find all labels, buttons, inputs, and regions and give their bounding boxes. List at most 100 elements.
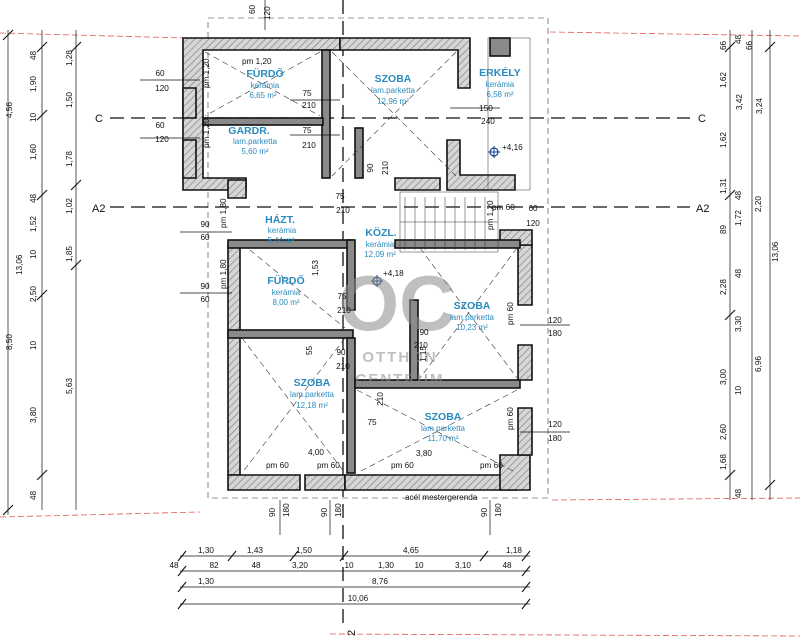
dimension-ticks (2, 29, 776, 610)
svg-text:90: 90 (419, 328, 429, 337)
svg-text:2,20: 2,20 (754, 196, 763, 212)
watermark-logo: OC (339, 259, 456, 347)
svg-text:210: 210 (381, 161, 390, 175)
svg-text:HÁZT.: HÁZT. (265, 213, 295, 226)
svg-text:1,30: 1,30 (198, 577, 214, 586)
svg-text:kerámia: kerámia (251, 81, 280, 90)
svg-text:1,30: 1,30 (378, 561, 394, 570)
svg-text:1,90: 1,90 (29, 76, 38, 92)
bottom-dimension-labels: 1,30 1,43 1,50 4,65 1,18 48 82 48 3,20 1… (169, 546, 522, 603)
svg-text:6,58 m²: 6,58 m² (486, 90, 513, 99)
svg-text:1,31: 1,31 (719, 178, 728, 194)
svg-text:10: 10 (734, 385, 743, 395)
svg-text:13,06: 13,06 (771, 241, 780, 262)
svg-text:3,80: 3,80 (29, 407, 38, 423)
svg-text:pm 60: pm 60 (492, 203, 515, 212)
plot-boundary-lines (0, 31, 800, 637)
svg-text:8,50: 8,50 (5, 334, 14, 350)
staircase (399, 191, 499, 253)
svg-text:48: 48 (734, 34, 743, 44)
svg-text:pm 1,20: pm 1,20 (202, 58, 211, 88)
eave-outline (207, 17, 549, 499)
svg-text:90: 90 (366, 163, 375, 173)
svg-text:3,24: 3,24 (755, 98, 764, 114)
svg-text:66: 66 (719, 40, 728, 50)
svg-text:ERKÉLY: ERKÉLY (479, 66, 521, 79)
svg-text:90: 90 (336, 348, 346, 357)
svg-text:4,00: 4,00 (308, 448, 324, 457)
inner-walls (202, 49, 521, 474)
room-bedroom-north: SZOBA lam.parketta 12,96 m² (371, 73, 416, 106)
svg-text:48: 48 (734, 268, 743, 278)
svg-text:FÜRDŐ: FÜRDŐ (246, 67, 283, 80)
svg-text:4,65: 4,65 (403, 546, 419, 555)
svg-text:75: 75 (367, 418, 377, 427)
svg-text:10: 10 (29, 249, 38, 259)
svg-text:pm 60: pm 60 (506, 407, 515, 430)
svg-text:240: 240 (481, 117, 495, 126)
svg-text:lam.parketta: lam.parketta (290, 390, 335, 399)
svg-text:48: 48 (29, 490, 38, 500)
svg-text:pm 1,80: pm 1,80 (219, 259, 228, 289)
svg-text:kerámia: kerámia (486, 80, 515, 89)
svg-text:10,23 m²: 10,23 m² (456, 323, 488, 332)
svg-text:SZOBA: SZOBA (375, 73, 412, 85)
svg-text:120: 120 (526, 219, 540, 228)
svg-text:120: 120 (155, 135, 169, 144)
svg-text:pm 60: pm 60 (266, 461, 289, 470)
svg-text:1,78: 1,78 (65, 151, 74, 167)
svg-text:5,60 m²: 5,60 m² (241, 147, 268, 156)
svg-text:1,50: 1,50 (65, 92, 74, 108)
svg-text:48: 48 (169, 561, 179, 570)
svg-text:89: 89 (719, 224, 728, 234)
svg-text:2,60: 2,60 (719, 424, 728, 440)
svg-text:SZOBA: SZOBA (294, 377, 331, 389)
svg-text:90: 90 (268, 507, 277, 517)
svg-text:1,18: 1,18 (506, 546, 522, 555)
svg-text:2,28: 2,28 (719, 279, 728, 295)
svg-text:120: 120 (155, 84, 169, 93)
svg-text:90: 90 (480, 507, 489, 517)
svg-text:210: 210 (336, 362, 350, 371)
svg-text:48: 48 (29, 50, 38, 60)
room-bedroom-southwest: SZOBA lam.parketta 12,18 m² (290, 377, 335, 410)
svg-text:GARDR.: GARDR. (228, 125, 269, 137)
svg-text:120: 120 (548, 420, 562, 429)
svg-text:1,68: 1,68 (719, 454, 728, 470)
svg-text:lam.parketta: lam.parketta (233, 137, 278, 146)
svg-text:pm 1,80: pm 1,80 (219, 198, 228, 228)
level-balcony: +4,16 (502, 143, 523, 152)
svg-text:pm 60: pm 60 (506, 302, 515, 325)
svg-text:180: 180 (548, 329, 562, 338)
svg-text:60: 60 (528, 204, 538, 213)
svg-text:90: 90 (200, 282, 210, 291)
beam-note: acél mestergerenda (405, 493, 478, 502)
svg-text:150: 150 (479, 104, 493, 113)
svg-text:1,62: 1,62 (719, 72, 728, 88)
svg-text:3,00: 3,00 (719, 369, 728, 385)
room-diagonals (204, 51, 518, 474)
svg-text:10,06: 10,06 (348, 594, 369, 603)
svg-text:120: 120 (548, 316, 562, 325)
svg-text:1,30: 1,30 (198, 546, 214, 555)
svg-text:48: 48 (734, 190, 743, 200)
svg-text:210: 210 (376, 392, 385, 406)
axis-label-bottom: 2 (346, 630, 358, 636)
svg-text:2,50: 2,50 (29, 286, 38, 302)
svg-text:pm 1,20: pm 1,20 (486, 200, 495, 230)
svg-text:60: 60 (248, 4, 257, 14)
axis-label-a2-left: A2 (92, 203, 105, 215)
svg-text:12,96 m²: 12,96 m² (377, 97, 409, 106)
room-hallway: KÖZL. kerámia 12,09 m² (364, 226, 397, 259)
svg-text:FÜRDŐ: FÜRDŐ (267, 274, 304, 287)
svg-text:120: 120 (263, 6, 272, 20)
svg-text:kerámia: kerámia (272, 288, 301, 297)
svg-text:1,72: 1,72 (734, 210, 743, 226)
svg-text:180: 180 (334, 503, 343, 517)
dimension-lines (7, 0, 771, 605)
svg-text:48: 48 (734, 488, 743, 498)
svg-text:8,00 m²: 8,00 m² (272, 298, 299, 307)
svg-text:5,63: 5,63 (65, 378, 74, 394)
axis-label-c-left: C (95, 113, 103, 125)
